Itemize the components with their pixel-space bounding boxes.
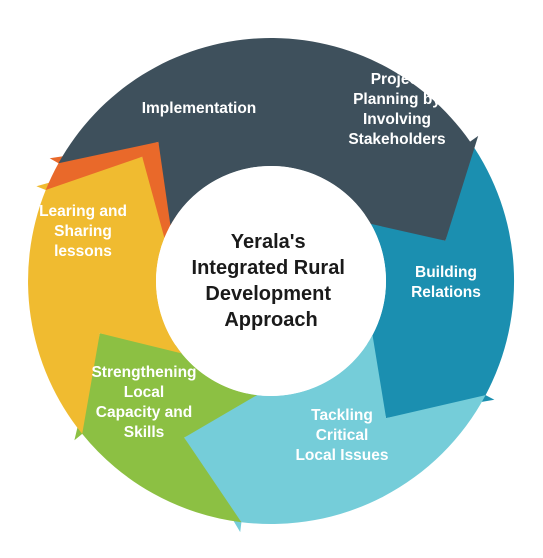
segment-label-line: Local Issues: [295, 447, 388, 464]
segment-label-line: Tackling: [311, 407, 373, 424]
segment-label-line: Critical: [316, 427, 369, 444]
center-circle: [156, 166, 386, 396]
center-title-line-1: Yerala's: [231, 231, 306, 253]
segment-label-line: Project: [371, 71, 424, 88]
segment-label-line: Strengthening: [91, 364, 196, 381]
segment-label-line: Skills: [124, 424, 165, 441]
segment-label-line: Sharing: [54, 223, 112, 240]
segment-label-line: Involving: [363, 111, 431, 128]
segment-arrow-strengthening-capacity: [28, 156, 182, 434]
segment-label-line: lessons: [54, 243, 112, 260]
segment-label-line: Local: [124, 384, 164, 401]
segment-label-implementation: Implementation: [142, 100, 257, 117]
segment-label-line: Capacity and: [96, 404, 192, 421]
segment-arrow-building-relations: [184, 335, 486, 533]
center-title-line-4: Approach: [224, 309, 317, 331]
segment-arrow-learning-sharing: [45, 141, 180, 238]
segment-label-line: Learing and: [39, 203, 127, 220]
center-title-line-2: Integrated Rural: [192, 257, 345, 279]
segment-label-line: Planning by: [353, 91, 441, 108]
segment-arrow-tackling-issues: [74, 333, 258, 523]
center-title: Yerala's Integrated Rural Development Ap…: [192, 231, 351, 331]
segment-arrow-project-planning: [363, 141, 515, 419]
segment-label-line: Relations: [411, 284, 481, 301]
segment-label-line: Building: [415, 264, 477, 281]
segment-arrow-implementation: [58, 37, 479, 241]
center-title-line-3: Development: [205, 283, 331, 305]
segment-label-line: Stakeholders: [348, 131, 445, 148]
segment-label-line: Implementation: [142, 100, 257, 117]
